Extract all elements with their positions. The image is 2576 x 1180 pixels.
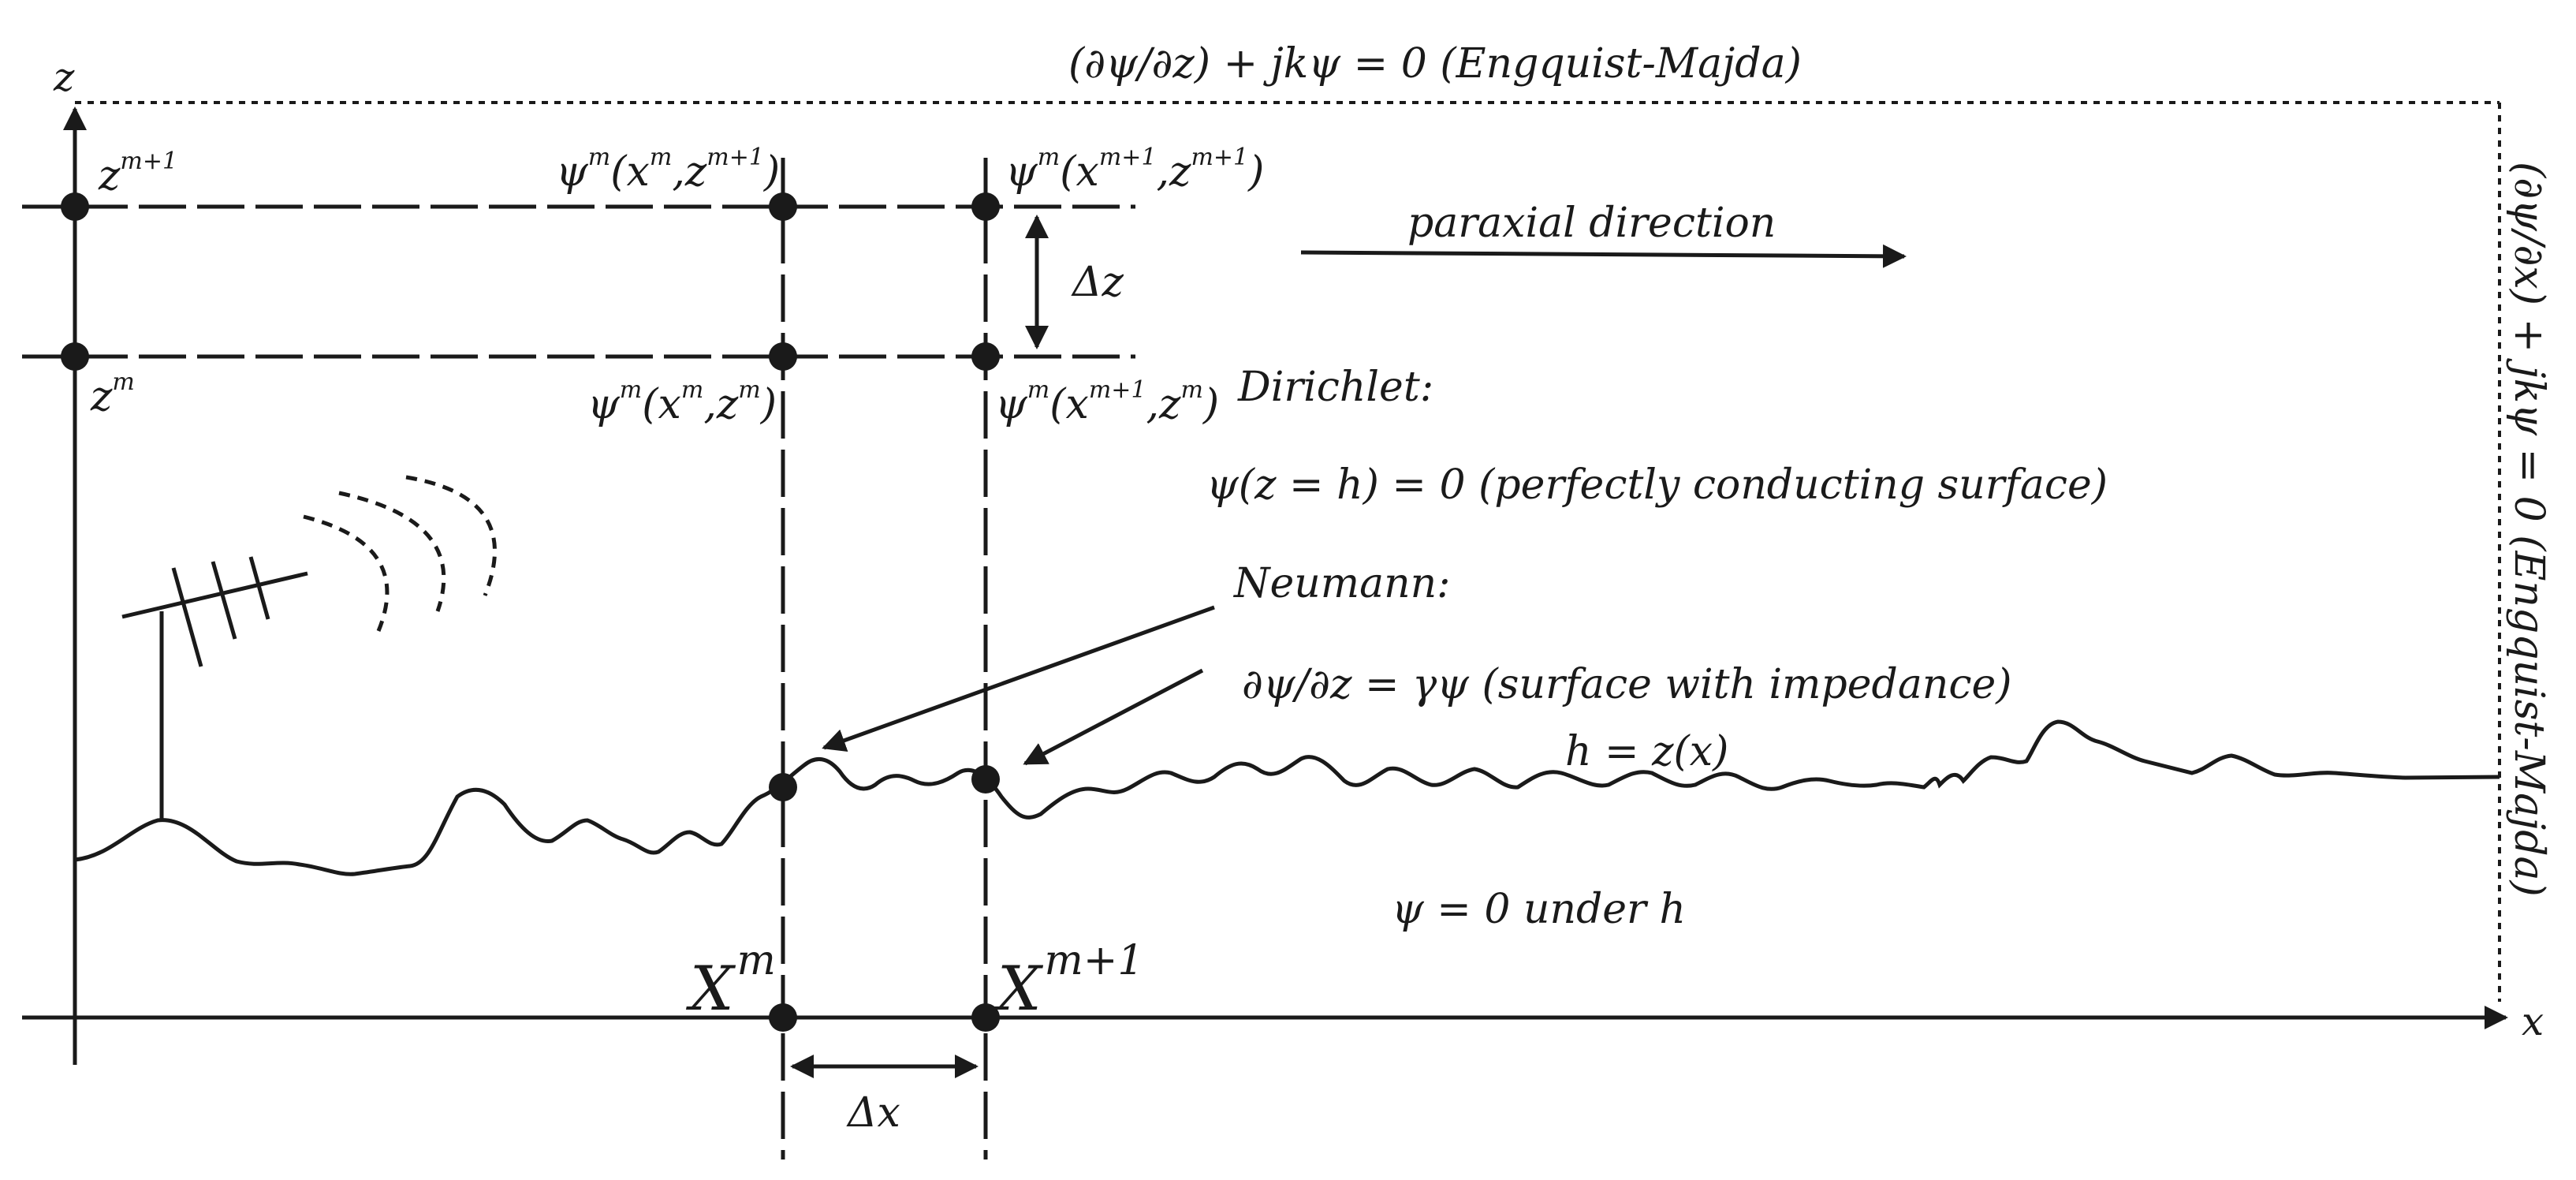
radiation-wave-1: [303, 514, 390, 632]
node-z-m1: [61, 192, 89, 221]
radiation-wave-3: [405, 475, 497, 596]
paraxial-direction-arrow: [1300, 244, 1907, 268]
top-boundary-condition: (∂ψ/∂z) + jkψ = 0 (Engquist-Majda): [1068, 40, 1802, 88]
node-xm-zm: [769, 342, 797, 371]
node-surface-xm1: [971, 765, 1000, 794]
neumann-arrow-1: [822, 605, 1215, 752]
node-xaxis-xm: [769, 1003, 797, 1032]
antenna-boom: [121, 571, 308, 619]
z-m1-label: zm+1: [98, 148, 177, 200]
node-surface-xm: [769, 773, 797, 801]
x-axis-label: x: [2522, 999, 2544, 1044]
surface-height-label: h = z(x): [1565, 728, 1728, 775]
neumann-heading: Neumann:: [1232, 560, 1451, 607]
under-surface-label: ψ = 0 under h: [1392, 886, 1686, 933]
antenna-element-3: [248, 556, 270, 620]
dirichlet-heading: Dirichlet:: [1237, 364, 1433, 411]
x-m1-label: Xm+1: [993, 937, 1144, 1025]
right-boundary-condition: (∂ψ/∂x) + jkψ = 0 (Engquist-Majda): [2505, 162, 2552, 897]
antenna-element-1: [171, 567, 203, 667]
terrain-surface: [74, 719, 2500, 876]
node-xm1-zm: [971, 342, 1000, 371]
delta-x-label: Δx: [846, 1089, 900, 1137]
neumann-arrow-2: [1023, 668, 1204, 766]
delta-z-label: Δz: [1071, 259, 1124, 306]
psi-xm-zm-label: ψm(xm,zm): [587, 376, 777, 428]
node-xm-zm1: [769, 192, 797, 221]
psi-xm1-zm1-label: ψm(xm+1,zm+1): [1005, 144, 1264, 196]
antenna-element-2: [211, 561, 237, 640]
node-xaxis-xm1: [971, 1003, 1000, 1032]
node-xm1-zm1: [971, 192, 1000, 221]
radiation-wave-2: [338, 491, 446, 612]
node-z-m: [61, 342, 89, 371]
neumann-equation: ∂ψ/∂z = γψ (surface with impedance): [1242, 661, 2012, 708]
psi-xm-zm1-label: ψm(xm,zm+1): [556, 144, 780, 196]
x-m-label: Xm: [685, 937, 776, 1025]
z-axis-label: z: [53, 54, 75, 100]
psi-xm1-zm-label: ψm(xm+1,zm): [995, 376, 1219, 428]
dirichlet-equation: ψ(z = h) = 0 (perfectly conducting surfa…: [1206, 461, 2108, 509]
paraxial-direction-label: paraxial direction: [1407, 200, 1776, 247]
z-m-label: zm: [90, 368, 135, 420]
